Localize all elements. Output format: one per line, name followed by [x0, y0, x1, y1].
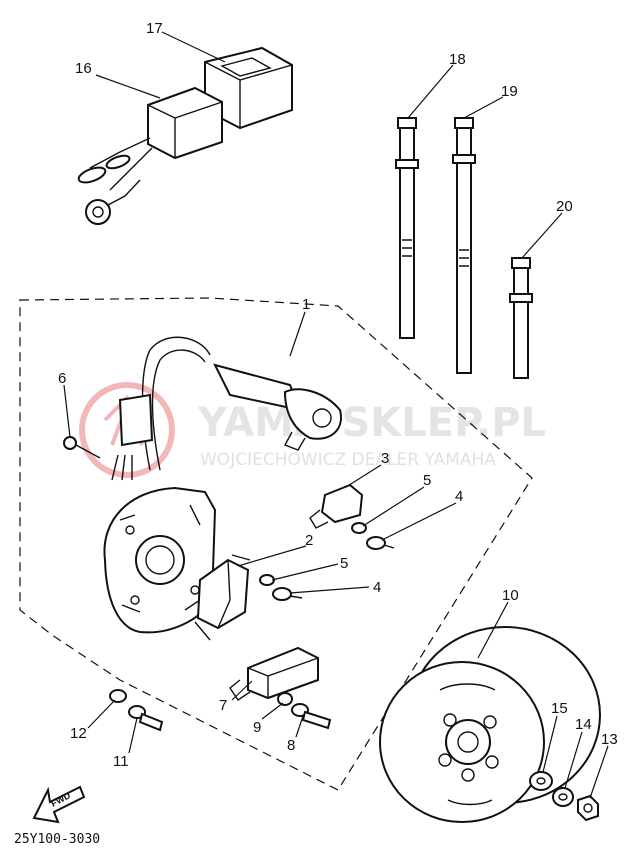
part-2-source-coil	[194, 554, 251, 641]
callout-3: 3	[381, 450, 389, 467]
callout-10: 10	[502, 587, 519, 604]
part-7-lighting-coil	[229, 646, 319, 701]
callout-9: 9	[253, 719, 261, 736]
callout-7: 7	[219, 697, 227, 714]
part-11-screw	[128, 705, 164, 732]
part-4-screw-upper	[366, 536, 395, 550]
callout-16: 16	[75, 60, 92, 77]
part-5-washer-lower	[259, 574, 275, 586]
callout-2: 2	[305, 532, 313, 549]
callout-5-upper: 5	[423, 472, 431, 489]
part-18-cable-tie	[395, 117, 419, 339]
callout-19: 19	[501, 83, 518, 100]
part-16-cdi-unit	[77, 86, 223, 225]
part-8-screw	[291, 703, 332, 730]
part-4-screw-lower	[272, 587, 303, 601]
callout-1: 1	[302, 296, 310, 313]
part-20-cable-tie	[509, 257, 533, 379]
part-13-nut	[577, 794, 599, 822]
part-5-washer-upper	[351, 522, 367, 534]
callout-13: 13	[601, 731, 618, 748]
part-3-pickup-coil	[309, 483, 364, 529]
part-1-harness	[111, 336, 342, 481]
part-19-cable-tie	[452, 117, 476, 374]
watermark-main: YAMA-SKLEP.PL	[197, 400, 546, 446]
callout-labels: 1 2 3 4 4 5 5 6 7 8 9 10 11 12 13 14 15 …	[58, 20, 618, 770]
leader-lines	[63, 31, 609, 799]
callout-4-lower: 4	[373, 579, 381, 596]
part-15-washer	[529, 771, 553, 791]
part-9-washer	[277, 692, 293, 706]
stator-base-plate	[103, 486, 217, 634]
callout-20: 20	[556, 198, 573, 215]
callout-17: 17	[146, 20, 163, 37]
callout-18: 18	[449, 51, 466, 68]
part-10-flywheel	[379, 626, 601, 823]
callout-11: 11	[113, 753, 129, 770]
part-14-lock-washer	[552, 787, 574, 807]
callout-5-lower: 5	[340, 555, 348, 572]
callout-4-upper: 4	[455, 488, 463, 505]
callout-14: 14	[575, 716, 592, 733]
part-12-washer	[109, 689, 127, 703]
callout-6: 6	[58, 370, 66, 387]
watermark-sub: WOJCIECHOWICZ DEALER YAMAHA	[200, 450, 496, 470]
document-number: 25Y100-3030	[14, 832, 100, 847]
assembly-boundary	[19, 297, 533, 791]
forward-arrow-icon: FWD	[32, 785, 86, 824]
callout-12: 12	[70, 725, 87, 742]
callout-15: 15	[551, 700, 568, 717]
callout-8: 8	[287, 737, 295, 754]
